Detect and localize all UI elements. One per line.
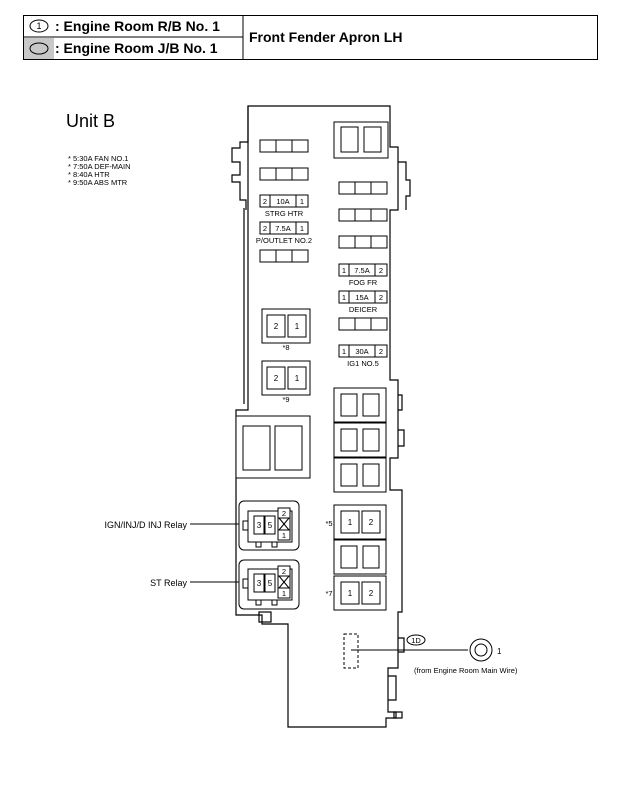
connector-note: (from Engine Room Main Wire) xyxy=(414,666,518,675)
svg-text:2: 2 xyxy=(379,266,383,275)
svg-text:1D: 1D xyxy=(411,636,421,645)
svg-text:7.5A: 7.5A xyxy=(275,224,290,233)
svg-text:15A: 15A xyxy=(355,293,368,302)
svg-text:2: 2 xyxy=(282,567,286,576)
fuse-deicer[interactable]: 1 15A 2 DEICER xyxy=(338,290,388,314)
svg-text:2: 2 xyxy=(263,197,267,206)
relay-block-symbol: 1 xyxy=(29,19,49,33)
fuse-ig1-no5[interactable]: 1 30A 2 IG1 NO.5 xyxy=(338,344,388,368)
svg-text:2: 2 xyxy=(379,293,383,302)
fuse-slot xyxy=(259,167,309,181)
socket-left-large xyxy=(235,415,311,479)
fuse-label: P/OUTLET NO.2 xyxy=(256,236,312,245)
svg-text:1: 1 xyxy=(282,589,286,598)
svg-text:5: 5 xyxy=(268,521,273,530)
svg-text:3: 3 xyxy=(257,579,262,588)
note-item: * 7:50A DEF-MAIN xyxy=(68,162,131,171)
svg-text:1: 1 xyxy=(300,197,304,206)
connector-code-badge xyxy=(406,634,426,646)
svg-text:2: 2 xyxy=(263,224,267,233)
svg-text:2: 2 xyxy=(379,347,383,356)
svg-text:1: 1 xyxy=(342,266,346,275)
cartridge-7[interactable]: 1 2 *7 xyxy=(325,575,387,611)
svg-text:7.5A: 7.5A xyxy=(354,266,369,275)
cartridge-8[interactable]: 2 1 *8 xyxy=(261,308,311,352)
cartridge-label: *5 xyxy=(325,519,332,528)
fuse-slot xyxy=(259,249,309,263)
svg-text:2: 2 xyxy=(369,589,374,598)
fuse-slot xyxy=(338,181,388,195)
fuse-p-outlet-no2[interactable]: 2 7.5A 1 P/OUTLET NO.2 xyxy=(256,221,312,245)
relay-block-label: : Engine Room R/B No. 1 xyxy=(55,18,220,34)
svg-text:1: 1 xyxy=(300,224,304,233)
fuse-slot xyxy=(259,139,309,153)
svg-text:1: 1 xyxy=(295,322,300,331)
fuse-fog-fr[interactable]: 1 7.5A 2 FOG FR xyxy=(338,263,388,287)
fuse-slot-group xyxy=(259,139,388,331)
svg-text:5: 5 xyxy=(268,579,273,588)
relay-st[interactable]: 3 5 2 1 ST Relay xyxy=(150,559,300,610)
fuse-label: DEICER xyxy=(349,305,378,314)
svg-text:3: 3 xyxy=(257,521,262,530)
cartridge-label: *8 xyxy=(282,343,289,352)
junction-block-label: : Engine Room J/B No. 1 xyxy=(55,40,218,56)
fuse-label: STRG HTR xyxy=(265,209,304,218)
unit-title: Unit B xyxy=(66,111,115,131)
fuse-strg-htr[interactable]: 2 10A 1 STRG HTR xyxy=(259,194,309,218)
socket-group xyxy=(235,121,389,575)
svg-text:2: 2 xyxy=(274,322,279,331)
relay-ign-inj[interactable]: 3 5 2 1 IGN/INJ/D INJ Relay xyxy=(104,500,300,551)
socket-right-4 xyxy=(333,539,387,575)
fuse-label: FOG FR xyxy=(349,278,378,287)
svg-text:2: 2 xyxy=(274,374,279,383)
cartridge-5[interactable]: 1 2 *5 xyxy=(325,504,387,540)
socket-top-right xyxy=(333,121,389,159)
socket-right-2 xyxy=(333,422,387,458)
relay-label: IGN/INJ/D INJ Relay xyxy=(104,520,187,530)
cartridge-label: *7 xyxy=(325,589,332,598)
svg-text:30A: 30A xyxy=(355,347,368,356)
svg-text:1: 1 xyxy=(342,347,346,356)
fuse-label: IG1 NO.5 xyxy=(347,359,379,368)
notes-list: * 5:30A FAN NO.1 * 7:50A DEF-MAIN * 8:40… xyxy=(68,154,131,187)
note-item: * 5:30A FAN NO.1 xyxy=(68,154,128,163)
cartridge-9[interactable]: 2 1 *9 xyxy=(261,360,311,404)
svg-text:1: 1 xyxy=(348,589,353,598)
svg-text:1: 1 xyxy=(295,374,300,383)
relay-label: ST Relay xyxy=(150,578,187,588)
header-table: 1 : Engine Room R/B No. 1 : Engine Room … xyxy=(23,15,598,60)
svg-text:10A: 10A xyxy=(276,197,289,206)
socket-right-1 xyxy=(333,387,387,423)
terminal-number: 1 xyxy=(497,647,502,656)
connector-1d[interactable]: 1D 1 (from Engine Room Main Wire) xyxy=(343,633,518,675)
note-item: * 9:50A ABS MTR xyxy=(68,178,128,187)
fuse-slot xyxy=(338,235,388,249)
fuse-box-housing xyxy=(231,105,411,728)
note-item: * 8:40A HTR xyxy=(68,170,110,179)
fuse-slot xyxy=(338,317,388,331)
svg-text:1: 1 xyxy=(342,293,346,302)
location-label: Front Fender Apron LH xyxy=(249,29,402,45)
socket-right-3 xyxy=(333,457,387,493)
junction-block-symbol xyxy=(24,38,54,59)
fuse-slot xyxy=(338,208,388,222)
svg-text:2: 2 xyxy=(369,518,374,527)
svg-text:2: 2 xyxy=(282,509,286,518)
svg-text:1: 1 xyxy=(282,531,286,540)
svg-text:1: 1 xyxy=(36,21,41,31)
cartridge-label: *9 xyxy=(282,395,289,404)
svg-text:1: 1 xyxy=(348,518,353,527)
